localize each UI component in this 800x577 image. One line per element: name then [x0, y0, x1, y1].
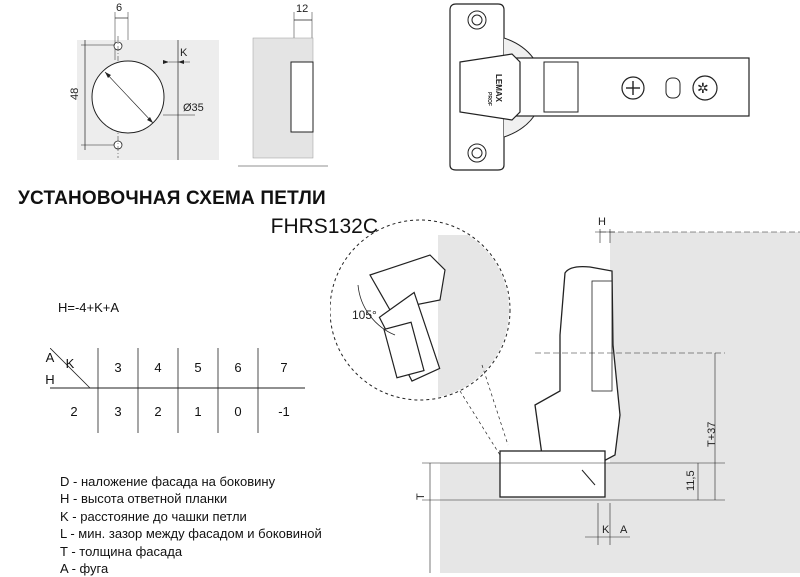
- table-h-cell: -1: [278, 404, 290, 419]
- legend-item: L - мин. зазор между фасадом и боковиной: [60, 526, 322, 542]
- table-k-cell: 5: [194, 360, 202, 375]
- legend-item: D - наложение фасада на боковину: [60, 474, 276, 489]
- table-k-cell: 7: [280, 360, 288, 375]
- cup-recess: [290, 61, 314, 133]
- depth-screw: [692, 75, 718, 101]
- dim-h-label: H: [598, 216, 606, 228]
- legend-item: H - высота ответной планки: [60, 491, 228, 507]
- dim-k-label: K: [180, 47, 188, 59]
- dim-t-label: T: [415, 493, 427, 500]
- cup-hole: [91, 60, 165, 134]
- legend: D - наложение фасада на боковину H - выс…: [60, 473, 322, 577]
- dim-a-label: A: [620, 524, 628, 536]
- model-code: FHRS132C: [270, 215, 378, 238]
- dim-d35-label: Ø35: [183, 102, 204, 114]
- table-corner-h: H: [45, 372, 55, 387]
- brand-sub: PROF: [486, 92, 492, 106]
- table-h-cell: 0: [234, 404, 242, 419]
- dim-6-label: 6: [116, 2, 122, 14]
- section-view: 12: [238, 3, 328, 167]
- angle-label: 105°: [352, 308, 377, 322]
- table-k-cell: 3: [114, 360, 122, 375]
- hinge-table: A K H 3 4 5 6 7 2 3 2 1 0 -1: [45, 348, 310, 433]
- hinge-cup: [499, 450, 606, 498]
- door-panel: [440, 463, 800, 573]
- hinge-cover: [459, 53, 521, 121]
- dim-12-label: 12: [296, 3, 308, 15]
- cabinet-side: [610, 232, 800, 482]
- table-h-cell: 2: [154, 404, 162, 419]
- table-k-cell: 4: [154, 360, 162, 375]
- hinge-body: [534, 265, 621, 464]
- table-h-cell: 3: [114, 404, 122, 419]
- dim-t37-label: T+37: [706, 422, 718, 447]
- page-title: УСТАНОВОЧНАЯ СХЕМА ПЕТЛИ: [18, 188, 326, 209]
- slot: [665, 77, 681, 99]
- dim-48-label: 48: [69, 88, 81, 100]
- legend-item: K - расстояние до чашки петли: [60, 508, 247, 524]
- table-h-cell: 2: [70, 404, 78, 419]
- brand-name: LEMAX: [494, 74, 503, 103]
- hinge-top-view: LEMAX PROF ✲: [449, 3, 750, 171]
- formula: H=-4+K+A: [58, 300, 120, 315]
- table-k-cell: 6: [234, 360, 242, 375]
- table-corner-k: K: [65, 356, 75, 371]
- drilling-diagram: 6 48 K Ø35: [69, 2, 219, 160]
- legend-item: T - толщина фасада: [60, 543, 183, 559]
- table-lines: [50, 348, 305, 433]
- table-corner-a: A: [45, 350, 55, 365]
- dim-11-5-label: 11,5: [685, 470, 697, 491]
- cross-icon: ✲: [697, 80, 709, 96]
- table-h-cell: 1: [194, 404, 202, 419]
- installation-diagram: 105° H T+37 11,5 T K A: [330, 216, 800, 573]
- legend-item: A - фуга: [60, 561, 109, 577]
- dim-k-bottom-label: K: [602, 524, 610, 536]
